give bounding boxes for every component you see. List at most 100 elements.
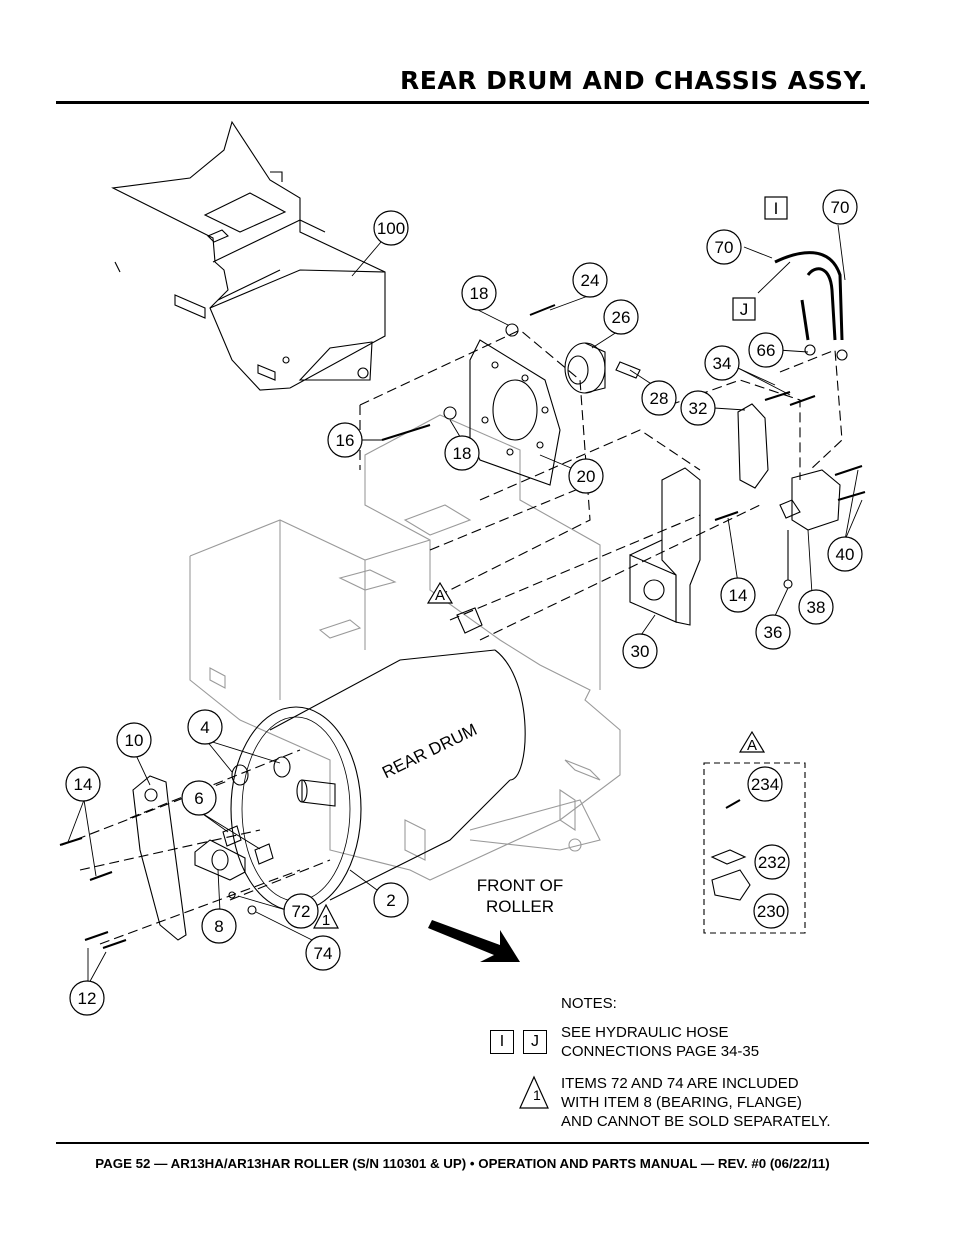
bolt-34b [789,395,816,406]
callout-bubble-26 [603,299,639,335]
note-items-line2: WITH ITEM 8 (BEARING, FLANGE) [561,1094,802,1111]
callout-label-24: 24 [581,271,600,290]
rear-drum [230,649,526,912]
nut-6b [254,843,274,865]
callout-label-16: 16 [336,431,355,450]
callout-label-34: 34 [713,354,732,373]
callout-label-38: 38 [807,598,826,617]
detail-flag-a [426,581,454,604]
ref-box-j-label: J [740,300,749,319]
callout-bubble-28 [641,380,677,416]
callout-bubble-74 [305,935,341,971]
top-rule [56,101,869,104]
callout-bubble-30 [622,633,658,669]
callout-label-72: 72 [292,902,311,921]
notes-box-j: J [523,1030,547,1054]
bushing-4a [231,764,249,786]
cowl-part [111,120,386,391]
callout-bubble-16 [327,422,363,458]
callout-label-70: 70 [831,198,850,217]
callout-label-100: 100 [377,219,405,238]
ref-box-i [764,196,788,220]
note-items: ITEMS 72 AND 74 ARE INCLUDED WITH ITEM 8… [561,1074,831,1131]
callout-bubble-2 [373,882,409,918]
callout-bubble-20 [568,458,604,494]
callout-bubble-8 [201,908,237,944]
callout-label-14: 14 [729,586,748,605]
callout-bubble-66 [748,332,784,368]
callout-bubble-38 [798,589,834,625]
note-items-line1: ITEMS 72 AND 74 ARE INCLUDED [561,1075,799,1092]
notes-flag-label: 1 [533,1087,541,1103]
detail-flag-a-label: A [435,587,445,604]
bushing-4b [273,756,291,778]
page-footer: PAGE 52 — AR13HA/AR13HAR ROLLER (S/N 110… [95,1156,830,1171]
note-flag-1 [313,903,339,929]
callout-bubble-32 [680,390,716,426]
callout-label-36: 36 [764,623,783,642]
notes-box-i: I [490,1030,514,1054]
bracket-30 [629,467,701,626]
detail-bolt-234 [725,799,741,809]
cap-74 [247,905,257,915]
washer-18 [505,323,519,337]
hydraulic-hoses [774,251,848,361]
bottom-rule [56,1142,869,1144]
fitting-72 [228,891,236,899]
callout-label-30: 30 [631,642,650,661]
callout-label-26: 26 [612,308,631,327]
bolt-16 [381,424,431,441]
bolt-12b [102,939,127,949]
bolt-40b [837,491,866,501]
ref-box-i-label: I [774,199,779,218]
bearing-flange [194,839,246,881]
callout-label-234: 234 [751,775,779,794]
callout-bubble-34 [704,345,740,381]
callout-label-232: 232 [758,853,786,872]
note-hydraulic-line1: SEE HYDRAULIC HOSE [561,1024,729,1041]
callout-bubble-10 [116,722,152,758]
callout-label-32: 32 [689,399,708,418]
note-items-line3: AND CANNOT BE SOLD SEPARATELY. [561,1113,831,1130]
bolt-14 [714,511,739,521]
mounting-plate [469,339,561,486]
callout-bubble-6 [181,780,217,816]
flange-hub [564,342,606,394]
callout-bubble-24 [572,262,608,298]
callout-label-4: 4 [200,718,209,737]
callout-label-20: 20 [577,467,596,486]
front-label-line1: FRONT OF [477,876,564,895]
callout-label-230: 230 [757,902,785,921]
detail-clamp-230 [711,869,751,901]
callout-label-14: 14 [74,775,93,794]
callout-bubble-40 [827,536,863,572]
callout-label-10: 10 [125,731,144,750]
pin-part [615,361,641,379]
chassis-frame [189,414,621,881]
callout-label-2: 2 [386,891,395,910]
callout-label-18: 18 [470,284,489,303]
ref-box-j [732,297,756,321]
callout-label-28: 28 [650,389,669,408]
callout-bubble-232 [754,844,790,880]
callout-label-8: 8 [214,917,223,936]
note-hydraulic-line2: CONNECTIONS PAGE 34-35 [561,1043,760,1060]
hydraulic-motor [779,469,841,589]
callout-bubble-72 [283,893,319,929]
bracket-10 [132,775,187,941]
page-title: REAR DRUM AND CHASSIS ASSY. [400,66,868,95]
callout-label-6: 6 [194,789,203,808]
drum-label: REAR DRUM [379,720,480,782]
detail-a-box [703,762,806,934]
callout-bubble-70 [706,229,742,265]
callout-label-40: 40 [836,545,855,564]
notes-flag-1 [519,1075,549,1109]
detail-a-part [456,607,483,634]
front-direction-arrow [428,920,520,962]
nut-6a [222,825,242,847]
note-flag-1-label: 1 [322,912,330,929]
note-hydraulic: SEE HYDRAULIC HOSE CONNECTIONS PAGE 34-3… [561,1023,759,1061]
callout-bubble-14 [65,766,101,802]
callout-label-70: 70 [715,238,734,257]
